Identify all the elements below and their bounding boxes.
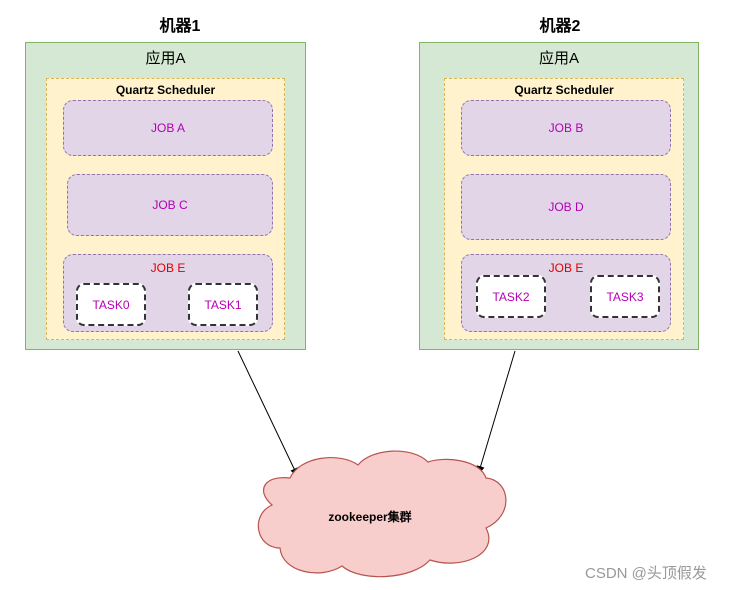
machine-2-job-e: JOB E TASK2 TASK3	[461, 254, 671, 332]
csdn-watermark: CSDN @头顶假发	[585, 565, 707, 582]
machine-2-title: 机器2	[539, 18, 581, 35]
machine-2-app-box: 应用A Quartz Scheduler JOB B JOB D JOB E T…	[419, 42, 699, 350]
machine-2-task-3: TASK3	[590, 275, 660, 318]
machine-1-scheduler-box: Quartz Scheduler JOB A JOB C JOB E TASK0…	[46, 78, 285, 340]
zookeeper-cluster-label: zookeeper集群	[328, 510, 412, 524]
machine-2-job-e-label: JOB E	[548, 261, 584, 275]
machine-2-scheduler-box: Quartz Scheduler JOB B JOB D JOB E TASK2…	[444, 78, 684, 340]
machine-1-task-0: TASK0	[76, 283, 146, 326]
machine-2-job-b: JOB B	[461, 100, 671, 156]
machine-2-job-d: JOB D	[461, 174, 671, 240]
machine-1-scheduler-label: Quartz Scheduler	[115, 83, 216, 97]
machine-1-task-1: TASK1	[188, 283, 258, 326]
machine-2-task-2: TASK2	[476, 275, 546, 318]
machine-1-job-a: JOB A	[63, 100, 273, 156]
machine-1-job-e-label: JOB E	[150, 261, 186, 275]
machine-2-app-label: 应用A	[538, 50, 579, 67]
arrow-machine-1-to-cluster	[237, 350, 299, 478]
machine-1-job-c: JOB C	[67, 174, 273, 236]
machine-2-scheduler-label: Quartz Scheduler	[514, 83, 614, 97]
arrow-machine-2-to-cluster	[476, 350, 516, 476]
zookeeper-cloud	[257, 450, 507, 578]
machine-1-app-label: 应用A	[145, 50, 186, 67]
machine-1-app-box: 应用A Quartz Scheduler JOB A JOB C JOB E T…	[25, 42, 306, 350]
machine-1-title: 机器1	[159, 18, 201, 35]
machine-1-job-e: JOB E TASK0 TASK1	[63, 254, 273, 332]
